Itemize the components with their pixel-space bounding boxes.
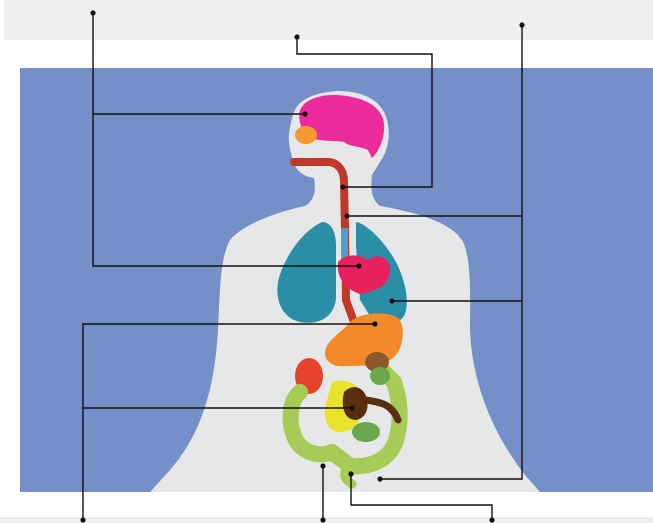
dot-large-intestine (377, 476, 382, 481)
trachea (341, 228, 348, 258)
dot-top-middle (294, 34, 299, 39)
dot-rectum (348, 471, 353, 476)
dot-stomach (372, 321, 377, 326)
dot-bottom-middle (320, 517, 325, 522)
dot-bottom-left (80, 517, 85, 522)
small-intestine-coil-2 (352, 422, 380, 442)
small-intestine-coil-1 (370, 367, 390, 385)
dot-esophagus (340, 184, 345, 189)
dot-top-left (90, 10, 95, 15)
dot-liver (349, 405, 354, 410)
dot-bottom-right (489, 517, 494, 522)
pituitary (295, 126, 317, 144)
dot-lung (389, 298, 394, 303)
dot-top-right (519, 22, 524, 27)
dot-abdomen (320, 463, 325, 468)
dot-brain (302, 111, 307, 116)
dot-heart (356, 263, 361, 268)
dot-trachea (344, 213, 349, 218)
